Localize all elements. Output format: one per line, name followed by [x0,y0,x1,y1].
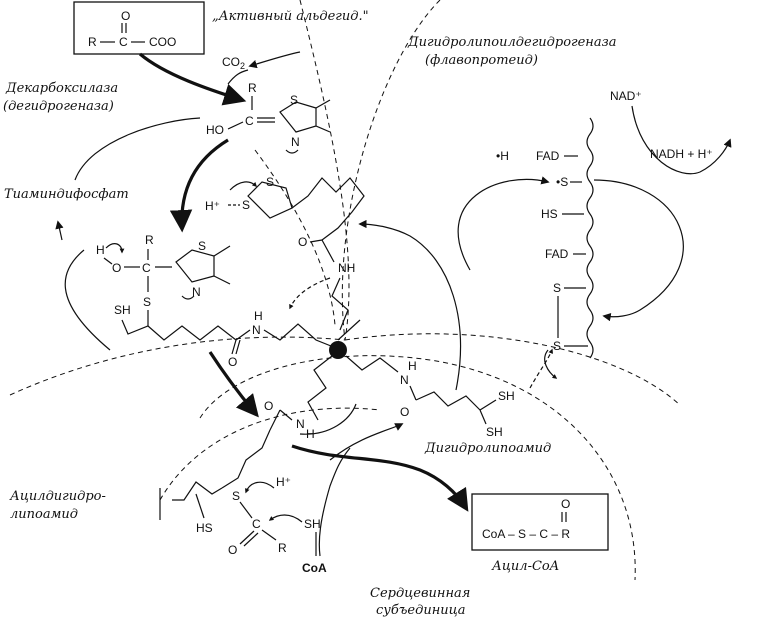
boundary-core-right [344,333,681,406]
o-4: O [264,399,273,413]
boundary-inner-dash [254,149,336,326]
hs-1: SH [114,303,131,317]
n-2: N [252,323,261,337]
s-fad: •S [556,175,568,189]
r-acyl: R [278,541,287,555]
label-acyldihydrolipoamide-1: Ацилдигидро- [9,489,106,504]
arrow-reoxidation [358,219,462,391]
arrow-left-cycle [64,249,111,351]
n-3: N [400,373,409,387]
sh-3: SH [486,425,503,439]
label-acyl-coa: Ацил-CoA [491,559,559,574]
h-n3: H [408,359,417,373]
arrow-co2-top [227,69,249,85]
label-core-subunit-1: Сердцевинная [370,586,470,601]
o-oh: O [112,261,121,275]
label-active-aldehyde: „Активный альдегид." [212,9,369,24]
s-lip1: S [242,198,250,212]
boundary-core-bottom [199,355,636,581]
s-ring2: S [198,239,206,253]
core-hub-dot [329,341,347,359]
ho-top: HO [206,123,224,137]
s-ring1: S [290,93,298,107]
s-fad3: S [553,339,561,353]
n-ring1: N [291,135,300,149]
o-3: O [400,405,409,419]
arrow-acyl-transfer-right [299,403,357,435]
arrow-lipoyl-transfer [208,351,259,418]
arrow-adduct-to-lipoyl [169,138,229,233]
co2: CO2 [222,55,245,71]
c-top: C [245,114,254,128]
label-acyldihydrolipoamide-2: липоамид [10,507,78,522]
s-link: S [143,295,151,309]
label-decarboxylase: Декарбоксилаза [5,81,118,96]
hs-fad: HS [541,207,558,221]
ketoacid-c: C [119,35,128,49]
n-ring2: N [192,285,201,299]
ketoacid-o: O [121,9,130,23]
arrow-coa-to-acyl [329,423,404,461]
boundary-decarboxylase [299,0,350,341]
o-amide-1: O [298,235,307,249]
fad-1: FAD [536,149,560,163]
o-acyl: O [228,543,237,557]
c-mid: C [142,261,151,275]
label-flavoprotein: (флавопротеид) [425,53,538,68]
ketoacid-coo: COO [149,35,176,49]
sh-2: SH [498,389,515,403]
arrow-thiamine-return [55,220,64,241]
label-dihydrolipoyl-dehydrogenase: Дигидролипоилдегидрогеназа [407,35,616,50]
label-core-subunit-2: субъединица [376,603,465,618]
arrow-dashed-hub [289,277,331,310]
c-acyl: C [252,517,261,531]
s-lip2: S [266,175,274,189]
s-fad2: S [553,281,561,295]
h-fad: •H [496,149,509,163]
boundary-core-lower [159,407,381,501]
h-n2: H [254,309,263,323]
h-plus-1: H⁺ [205,199,220,213]
r-mid: R [145,233,154,247]
acylcoa-formula: CoA – S – C – R [482,527,570,541]
boundary-flavoprotein [341,0,441,341]
s-acyl: S [232,489,240,503]
nadh: NADH + H⁺ [650,147,713,161]
h-oh: H [96,243,105,257]
coa: CoA [302,561,327,575]
arrow-ketoacid-to-tpp [138,52,247,106]
acyl-coa-box [471,493,609,551]
nad-plus: NAD⁺ [610,89,642,103]
arrow-tpp-regeneration [74,117,201,181]
o-amide-2: O [228,355,237,369]
arrow-dashed-to-fad [529,348,553,389]
boundary-core-left [9,336,346,396]
sh-coa: SH [304,517,321,531]
r-top: R [248,81,257,95]
fad-2: FAD [545,247,569,261]
arrow-to-acyl-coa [291,444,469,512]
h-plus-2: H⁺ [276,475,291,489]
ketoacid-box [73,1,205,55]
hs-acyl: HS [196,521,213,535]
ketoacid-r: R [88,35,97,49]
nh-1: NH [338,261,355,275]
arrow-coa-up [318,447,351,557]
label-thiamine-diphosphate: Тиаминдифосфат [4,187,129,202]
acylcoa-o: O [561,497,570,511]
n-4: N [296,417,305,431]
label-dihydrolipoamide: Дигидролипоамид [424,441,551,456]
label-dehydrogenase: (дегидрогеназа) [3,99,114,114]
